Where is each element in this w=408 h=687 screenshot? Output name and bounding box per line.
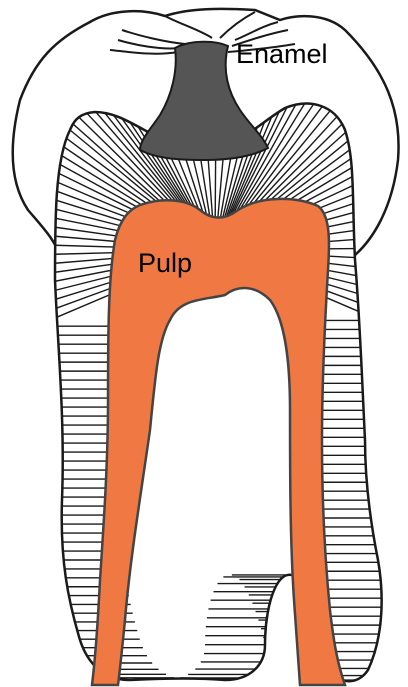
label-pulp: Pulp	[138, 248, 192, 278]
label-enamel: Enamel	[236, 39, 328, 69]
